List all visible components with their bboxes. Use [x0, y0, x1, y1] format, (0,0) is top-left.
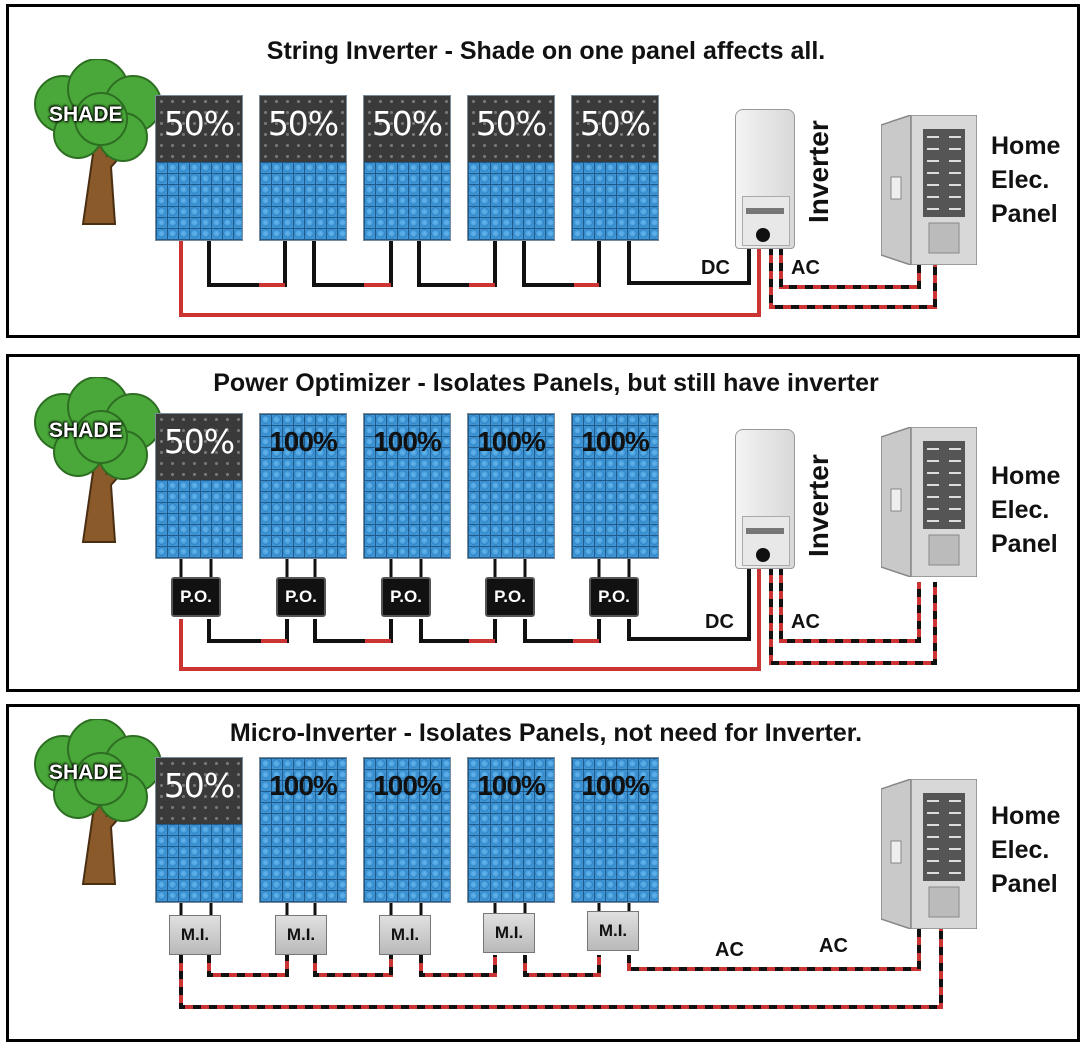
panel-output: 100% [269, 770, 338, 801]
power-optimizer-box: P.O. [485, 577, 535, 617]
electrical-panel-icon [881, 779, 977, 929]
dc-label: DC [705, 611, 734, 633]
micro-inverter-box: M.I. [275, 915, 327, 955]
micro-inverter-wiring [179, 903, 943, 1009]
dc-label: DC [701, 257, 730, 279]
panel-output: 50% [579, 104, 651, 143]
solar-panel: 100% [571, 757, 659, 903]
panel-output: 100% [581, 770, 650, 801]
power-optimizer-section: Power Optimizer - Isolates Panels, but s… [6, 354, 1080, 692]
solar-panel: 50% [363, 95, 451, 241]
inverter-label: Inverter [803, 454, 834, 557]
panel-output: 50% [475, 104, 547, 143]
micro-inverter-box: M.I. [379, 915, 431, 955]
panel-output: 100% [269, 426, 338, 457]
solar-panel: 100% [363, 757, 451, 903]
power-optimizer-box: P.O. [276, 577, 326, 617]
string-wiring [179, 239, 937, 317]
solar-panel: 100% [571, 413, 659, 559]
tree-icon [34, 59, 162, 225]
inverter-device [735, 109, 795, 249]
micro-inverter-box: M.I. [169, 915, 221, 955]
ac-label: AC [715, 939, 744, 961]
panel-output: 100% [477, 426, 546, 457]
panel-output: 50% [267, 104, 339, 143]
tree-icon [34, 377, 162, 543]
solar-panel: 100% [467, 757, 555, 903]
power-optimizer-box: P.O. [171, 577, 221, 617]
inverter-device [735, 429, 795, 569]
solar-panel: 50% [155, 757, 243, 903]
ac-label: AC [791, 257, 820, 279]
solar-panel: 50% [259, 95, 347, 241]
solar-panel: 100% [363, 413, 451, 559]
panel-output: 50% [163, 422, 235, 461]
optimizer-wiring [179, 555, 937, 671]
shade-label: SHADE [49, 761, 123, 784]
solar-panel: 50% [155, 413, 243, 559]
electrical-panel-icon [881, 427, 977, 577]
ac-label: AC [819, 935, 848, 957]
section-title: String Inverter - Shade on one panel aff… [266, 37, 826, 65]
panel-output: 50% [371, 104, 443, 143]
solar-panel: 100% [259, 757, 347, 903]
panel-output: 100% [373, 770, 442, 801]
string-inverter-section: String Inverter - Shade on one panel aff… [6, 4, 1080, 338]
panel-output: 100% [373, 426, 442, 457]
panel-output: 100% [477, 770, 546, 801]
solar-panel: 50% [155, 95, 243, 241]
micro-inverter-box: M.I. [587, 911, 639, 951]
shade-label: SHADE [49, 103, 123, 126]
tree-icon [34, 719, 162, 885]
panel-output: 50% [163, 104, 235, 143]
panel-output: 100% [581, 426, 650, 457]
ac-label: AC [791, 611, 820, 633]
power-optimizer-box: P.O. [589, 577, 639, 617]
electrical-panel-icon [881, 115, 977, 265]
inverter-label: Inverter [803, 120, 834, 223]
section-title: Micro-Inverter - Isolates Panels, not ne… [229, 719, 863, 747]
panel-output: 50% [163, 766, 235, 805]
section-title: Power Optimizer - Isolates Panels, but s… [213, 369, 879, 397]
solar-panel: 100% [259, 413, 347, 559]
solar-panel: 50% [571, 95, 659, 241]
solar-panel: 50% [467, 95, 555, 241]
micro-inverter-section: Micro-Inverter - Isolates Panels, not ne… [6, 704, 1080, 1042]
solar-panel: 100% [467, 413, 555, 559]
power-optimizer-box: P.O. [381, 577, 431, 617]
micro-inverter-box: M.I. [483, 913, 535, 953]
shade-label: SHADE [49, 419, 123, 442]
